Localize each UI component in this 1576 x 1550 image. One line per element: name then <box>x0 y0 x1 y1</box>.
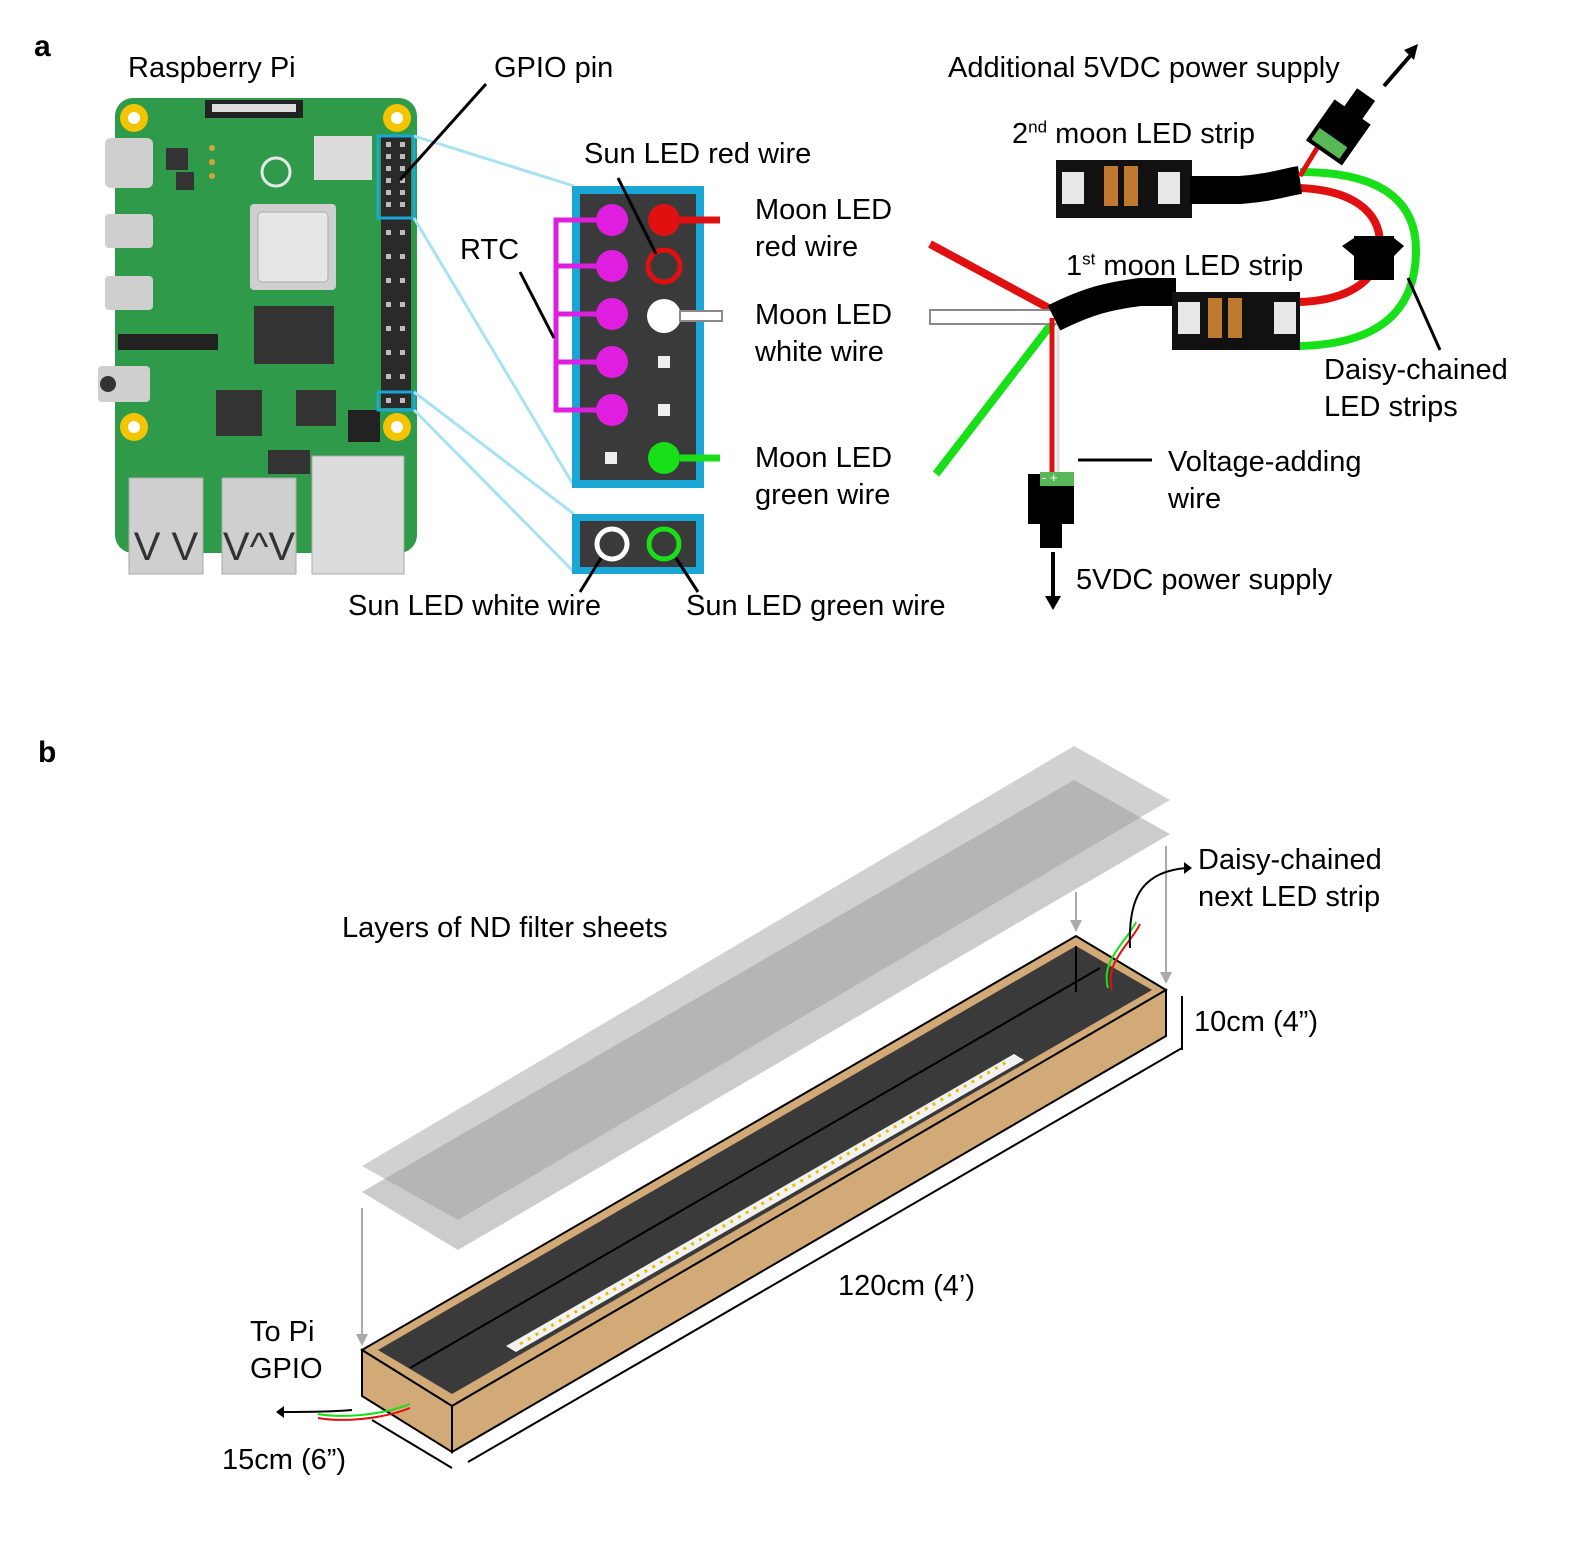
placement-arrowheads <box>356 920 1172 1346</box>
gpio-highlight-top <box>376 134 416 220</box>
raspberry-pi-label: Raspberry Pi <box>128 52 296 84</box>
daisy-next-label: Daisy-chained next LED strip <box>1198 844 1382 913</box>
panel-b-label: b <box>38 736 57 769</box>
gpio-pin-pointer <box>398 82 488 182</box>
gpio-highlight-bottom <box>376 390 416 412</box>
moon-led-red-wire-label: Moon LED red wire <box>755 194 893 263</box>
filter-sheets-label: Layers of ND filter sheets <box>342 912 668 944</box>
rtc-pointer <box>518 271 556 339</box>
nd-filter-sheets <box>362 746 1170 1250</box>
led-wiring <box>928 44 1442 610</box>
sun-led-red-wire-label: Sun LED red wire <box>584 138 812 170</box>
connector-polarity: - + <box>1042 470 1058 485</box>
svg-text:V^V: V^V <box>223 525 295 569</box>
sun-led-white-wire-label: Sun LED white wire <box>348 590 602 622</box>
daisy-chained-label: Daisy-chained LED strips <box>1324 354 1508 423</box>
lead-dimension: 15cm (6”) <box>222 1444 347 1476</box>
additional-power-label: Additional 5VDC power supply <box>948 52 1340 84</box>
sun-led-green-wire-label: Sun LED green wire <box>686 590 946 622</box>
placement-arrows <box>361 846 1167 1336</box>
header-zoom-small <box>572 514 704 574</box>
second-strip-label: 2nd moon LED strip <box>1012 117 1255 150</box>
sun-red-pointer <box>616 177 658 255</box>
dimension-lines <box>281 867 1187 1469</box>
length-dimension: 120cm (4’) <box>838 1270 975 1302</box>
zoom-lines <box>412 134 576 574</box>
led-box <box>317 921 1168 1454</box>
header-zoom-main <box>572 186 704 488</box>
raspberry-pi-board: V V V^V <box>98 98 417 575</box>
first-strip-label: 1st moon LED strip <box>1066 249 1304 282</box>
panel-a-label: a <box>34 30 51 63</box>
rtc-bracket <box>553 217 596 413</box>
power-supply-label: 5VDC power supply <box>1076 564 1333 596</box>
svg-text:V V: V V <box>134 525 199 569</box>
height-dimension: 10cm (4”) <box>1194 1006 1319 1038</box>
voltage-adding-label: Voltage-adding wire <box>1168 446 1362 515</box>
gpio-pin-label: GPIO pin <box>494 52 614 84</box>
to-pi-label: To Pi GPIO <box>250 1316 323 1385</box>
moon-led-white-wire-label: Moon LED white wire <box>755 299 893 368</box>
moon-led-green-wire-label: Moon LED green wire <box>755 442 893 511</box>
rtc-label: RTC <box>460 234 520 266</box>
